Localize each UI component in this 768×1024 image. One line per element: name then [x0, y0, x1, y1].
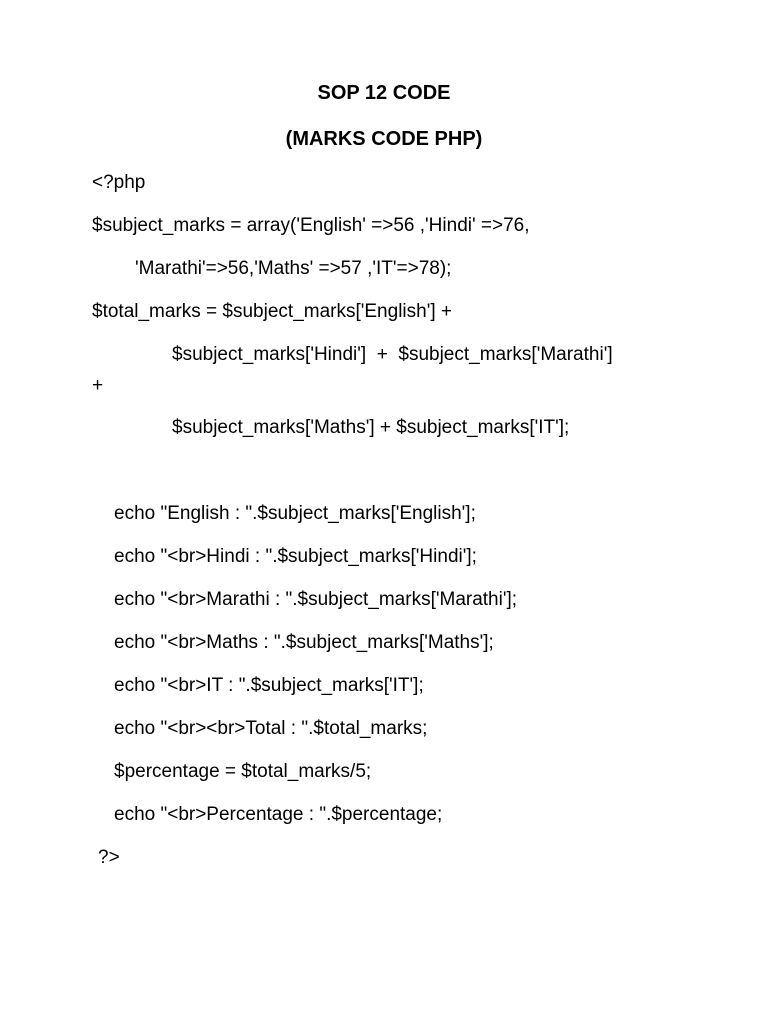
- code-line: echo "<br>Percentage : ".$percentage;: [114, 804, 443, 825]
- document-title: SOP 12 CODE: [317, 82, 451, 104]
- code-line: $total_marks = $subject_marks['English']…: [92, 301, 452, 322]
- code-line: echo "<br><br>Total : ".$total_marks;: [114, 718, 428, 739]
- document-subtitle: (MARKS CODE PHP): [285, 128, 483, 150]
- code-line: ?>: [98, 847, 120, 868]
- code-line: $subject_marks = array('English' =>56 ,'…: [92, 215, 530, 236]
- code-line: echo "English : ".$subject_marks['Englis…: [114, 503, 476, 524]
- code-line: echo "<br>Maths : ".$subject_marks['Math…: [114, 632, 494, 653]
- code-line: echo "<br>Hindi : ".$subject_marks['Hind…: [114, 546, 477, 567]
- code-line: $subject_marks['Maths'] + $subject_marks…: [172, 417, 570, 438]
- code-line: 'Marathi'=>56,'Maths' =>57 ,'IT'=>78);: [135, 258, 452, 279]
- code-line: $percentage = $total_marks/5;: [114, 761, 372, 782]
- code-line: echo "<br>Marathi : ".$subject_marks['Ma…: [114, 589, 518, 610]
- code-line: echo "<br>IT : ".$subject_marks['IT'];: [114, 675, 424, 696]
- code-line: +: [92, 375, 104, 396]
- code-line: $subject_marks['Hindi'] + $subject_marks…: [172, 344, 613, 365]
- code-line: <?php: [92, 172, 146, 193]
